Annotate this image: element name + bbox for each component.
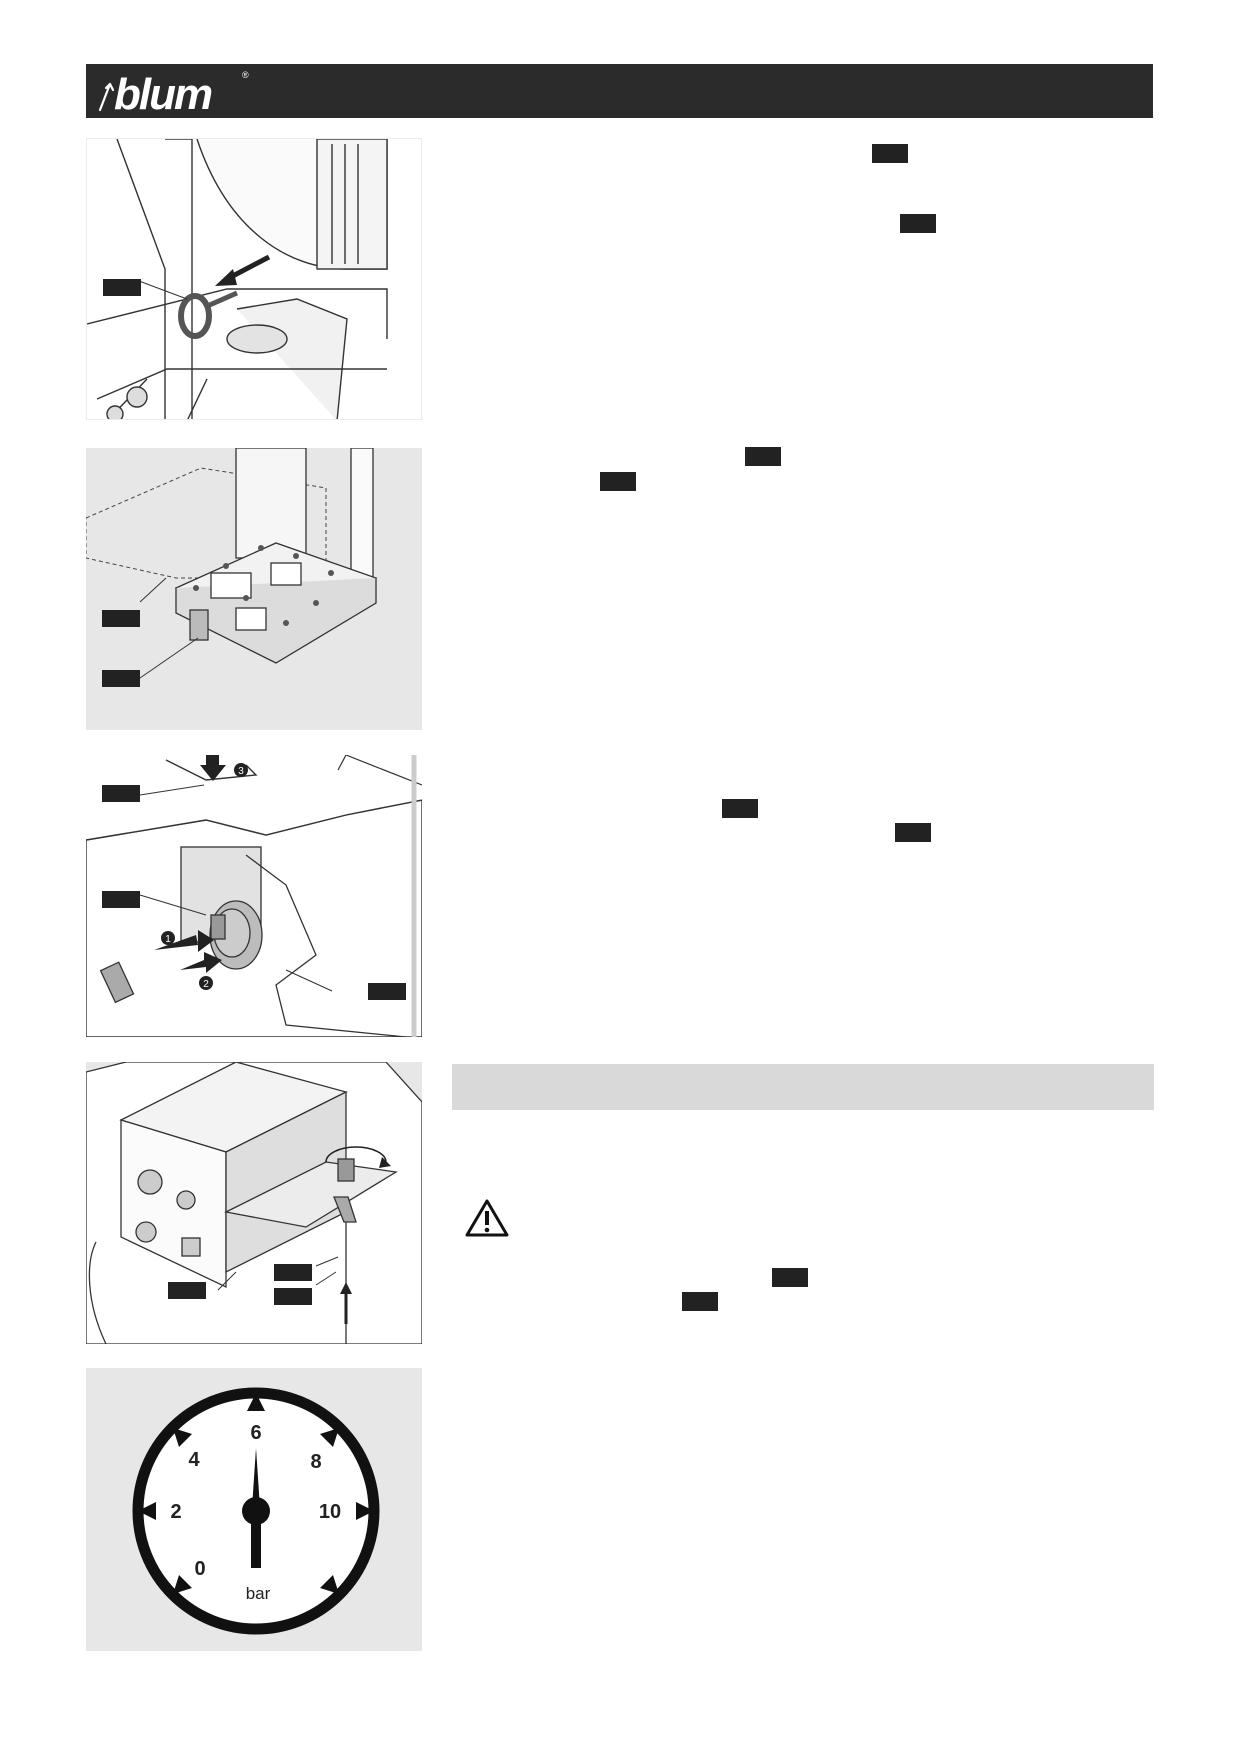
- table-illustration: [86, 448, 378, 679]
- callout-tag: [274, 1288, 312, 1305]
- callout-tag: [103, 279, 141, 296]
- reference-tag: [745, 447, 781, 466]
- callout-tag: [368, 983, 406, 1000]
- blum-logo: blum ®: [98, 70, 249, 116]
- figure-table: [86, 448, 422, 730]
- section-heading-bar: [452, 1064, 1154, 1110]
- figure-gauge: 6 4 8 2 10 0 bar: [86, 1368, 422, 1651]
- registered-mark: ®: [242, 70, 249, 80]
- figure-stop: 1 2 3: [86, 755, 422, 1037]
- gauge-label-4: 4: [188, 1449, 200, 1471]
- step-2-label: 2: [203, 979, 209, 990]
- gauge-hub: [242, 1497, 270, 1525]
- callout-tag: [102, 610, 140, 627]
- brand-name: blum: [114, 70, 212, 116]
- gauge-needle: [251, 1448, 261, 1568]
- step-1-label: 1: [165, 934, 171, 945]
- callout-tag: [168, 1282, 206, 1299]
- eyebolt-illustration: [87, 139, 388, 419]
- callout-tag: [274, 1264, 312, 1281]
- callout-tag: [102, 891, 140, 908]
- gauge-label-6: 6: [250, 1422, 261, 1444]
- air-connection-illustration: [86, 1062, 422, 1344]
- reference-tag: [900, 214, 936, 233]
- brand-header: blum ®: [86, 64, 1153, 118]
- reference-tag: [682, 1292, 718, 1311]
- gauge-label-0: 0: [194, 1558, 205, 1580]
- reference-tag: [600, 472, 636, 491]
- gauge-label-2: 2: [170, 1501, 181, 1523]
- reference-tag: [772, 1268, 808, 1287]
- reference-tag: [722, 799, 758, 818]
- warning-triangle-icon: [465, 1199, 509, 1237]
- figure-eyebolt: [86, 138, 422, 420]
- gauge-label-10: 10: [319, 1501, 341, 1523]
- callout-tag: [102, 670, 140, 687]
- pressure-gauge: 6 4 8 2 10 0 bar: [132, 1387, 380, 1635]
- reference-tag: [895, 823, 931, 842]
- callout-tag: [102, 785, 140, 802]
- step-3-label: 3: [238, 766, 244, 777]
- stop-illustration: 1 2 3: [86, 755, 422, 1037]
- gauge-unit: bar: [246, 1584, 271, 1603]
- figure-air: [86, 1062, 422, 1344]
- reference-tag: [872, 144, 908, 163]
- gauge-label-8: 8: [310, 1451, 321, 1473]
